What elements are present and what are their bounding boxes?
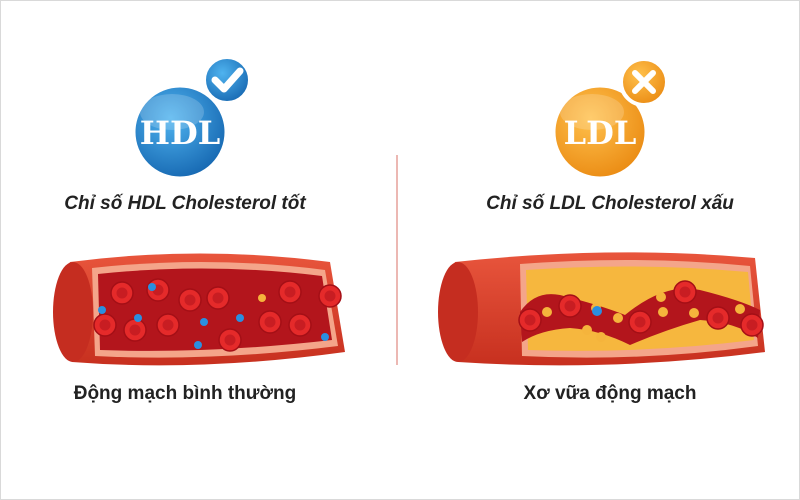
hdl-particle xyxy=(236,314,244,322)
clogged-artery-label: Xơ vữa động mạch xyxy=(523,383,697,404)
ldl-particle xyxy=(582,325,592,335)
hdl-badge-text: HDL xyxy=(140,114,220,152)
ldl-badge: LDL xyxy=(552,84,648,180)
ldl-particle xyxy=(658,307,668,317)
red-blood-cell-center xyxy=(224,334,236,346)
hdl-particle xyxy=(148,283,156,291)
ldl-particle xyxy=(258,294,266,302)
hdl-particle xyxy=(592,306,602,316)
red-blood-cell-center xyxy=(294,319,306,331)
hdl-particle xyxy=(321,333,329,341)
hdl-caption: Chỉ số HDL Cholesterol tốt xyxy=(64,193,306,214)
red-blood-cell-center xyxy=(212,292,224,304)
red-blood-cell-center xyxy=(712,312,724,324)
ldl-badge-text: LDL xyxy=(564,114,637,152)
red-blood-cell-center xyxy=(264,316,276,328)
red-blood-cell-center xyxy=(324,290,336,302)
clogged-artery xyxy=(438,252,765,366)
red-blood-cell-center xyxy=(524,314,536,326)
ldl-particle xyxy=(689,308,699,318)
ldl-particle xyxy=(735,304,745,314)
hdl-particle xyxy=(98,306,106,314)
hdl-particle xyxy=(134,314,142,322)
red-blood-cell-center xyxy=(116,287,128,299)
ldl-particle xyxy=(613,313,623,323)
x-icon xyxy=(619,57,669,107)
hdl-particle xyxy=(200,318,208,326)
red-blood-cell-center xyxy=(634,316,646,328)
normal-artery-label: Động mạch bình thường xyxy=(73,383,297,404)
red-blood-cell-center xyxy=(129,324,141,336)
ldl-particle xyxy=(542,307,552,317)
red-blood-cell-center xyxy=(564,300,576,312)
red-blood-cell-center xyxy=(679,286,691,298)
red-blood-cell-center xyxy=(184,294,196,306)
ldl-caption: Chỉ số LDL Cholesterol xấu xyxy=(486,193,734,214)
check-icon xyxy=(202,55,252,105)
red-blood-cell-center xyxy=(746,319,758,331)
red-blood-cell-center xyxy=(99,319,111,331)
red-blood-cell-center xyxy=(284,286,296,298)
ldl-particle xyxy=(596,332,606,342)
hdl-badge: HDL xyxy=(132,84,228,180)
normal-artery xyxy=(53,253,345,366)
ldl-particle xyxy=(656,292,666,302)
red-blood-cell-center xyxy=(162,319,174,331)
hdl-particle xyxy=(194,341,202,349)
